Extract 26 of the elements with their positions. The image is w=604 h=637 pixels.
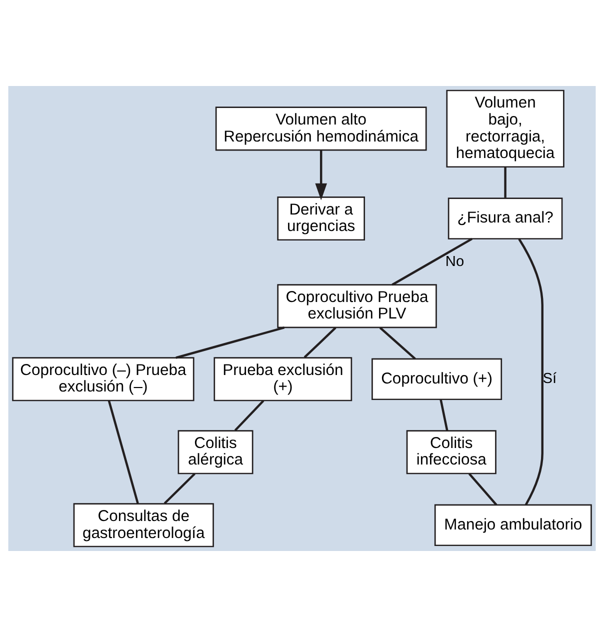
node-box: Volumen alto Repercusión hemodinámica <box>215 106 427 151</box>
node-box: Coprocultivo (–) Prueba exclusión (–) <box>12 357 194 402</box>
connector <box>164 472 196 504</box>
connector <box>234 400 264 432</box>
node-box: Coprocultivo Prueba exclusión PLV <box>277 284 437 328</box>
arrow <box>315 150 327 200</box>
edge-label: Sí <box>542 370 557 387</box>
node-box: Prueba exclusión (+) <box>214 357 352 402</box>
connector <box>176 326 285 359</box>
connector <box>468 473 498 506</box>
node-box: Derivar a urgencias <box>277 196 365 241</box>
node-box: ¿Fisura anal? <box>448 198 563 240</box>
edge-label: No <box>445 254 464 270</box>
node-box: Manejo ambulatorio <box>434 504 592 546</box>
connector <box>518 238 544 506</box>
node-box: Volumen bajo, rectorragia, hematoquecia <box>446 90 564 168</box>
connector <box>504 166 506 198</box>
connector <box>379 326 416 360</box>
connector <box>440 399 448 431</box>
node-box: Colitis alérgica <box>178 430 254 474</box>
connector <box>304 326 336 358</box>
node-box: Coprocultivo (+) <box>372 358 502 400</box>
node-box: Consultas de gastroenterología <box>73 503 214 548</box>
node-box: Colitis infecciosa <box>406 430 496 474</box>
connector <box>108 400 139 504</box>
connector <box>392 238 473 286</box>
